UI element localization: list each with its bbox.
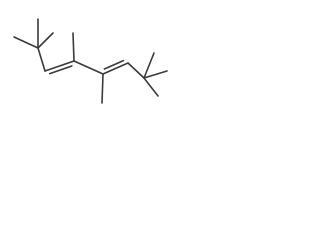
single-bond-k-l (143, 70, 168, 79)
single-bond-b-d (37, 32, 54, 49)
structure-canvas (0, 0, 181, 120)
double-bond-e-f (44, 60, 75, 72)
single-bond-f-g (72, 32, 75, 62)
single-bond-j-k (127, 62, 145, 79)
single-bond-f-h (73, 60, 104, 75)
double-bond-inner-line-e-f (48, 65, 73, 75)
single-bond-b-e (37, 47, 46, 72)
double-bond-inner-line-h-j (103, 59, 125, 70)
single-bond-k-n (143, 77, 159, 97)
double-bond-h-j (102, 62, 129, 75)
single-bond-h-i (101, 73, 104, 104)
single-bond-a-b (13, 36, 39, 49)
single-bond-k-m (143, 52, 155, 79)
bond-group (13, 18, 168, 104)
skeletal-structure-diagram (13, 18, 168, 104)
